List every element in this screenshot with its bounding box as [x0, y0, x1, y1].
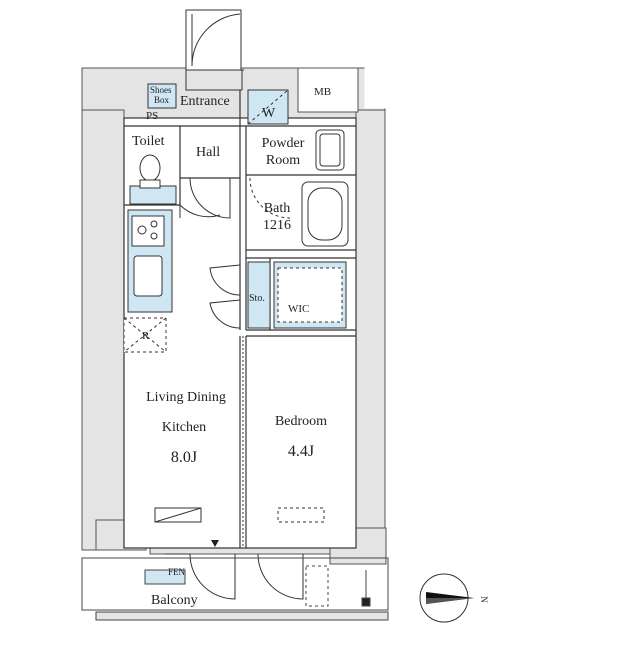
balcony — [81, 557, 389, 621]
entry-marker — [211, 540, 219, 547]
washer-label: W — [262, 106, 276, 121]
toilet-fixture — [129, 154, 177, 205]
shoes-box-label-2: Box — [154, 95, 170, 105]
bedroom-label: Bedroom — [274, 414, 328, 429]
living-label-2: Kitchen — [161, 420, 207, 435]
powder-room-sink — [315, 129, 345, 171]
mb-label: MB — [314, 86, 332, 98]
entrance-label: Entrance — [180, 94, 230, 109]
shoes-box-label-1: Shoes — [150, 85, 172, 95]
mb-box — [297, 67, 359, 113]
refrigerator — [123, 317, 167, 353]
bedroom-size: 4.4J — [287, 443, 315, 460]
powder-room-label-2: Room — [265, 153, 301, 168]
refrigerator-label: R — [142, 330, 150, 342]
powder-room-door — [249, 177, 291, 219]
bathtub — [301, 181, 349, 247]
living-shelf — [154, 507, 202, 523]
wic-label: WIC — [288, 303, 310, 315]
balcony-doors — [165, 553, 304, 600]
balcony-label: Balcony — [151, 593, 198, 608]
north-compass — [419, 573, 474, 623]
hall-door — [189, 177, 231, 219]
storage-doors — [209, 264, 241, 329]
toilet-label: Toilet — [132, 134, 165, 149]
compass-label: N — [478, 596, 489, 603]
living-label-1: Living Dining — [146, 390, 226, 405]
entrance-door — [185, 9, 244, 91]
fen-label: FEN — [168, 567, 186, 577]
ps-label: PS — [146, 110, 159, 122]
storage — [247, 261, 271, 329]
compass-needle-light — [426, 598, 474, 604]
powder-room-label-1: Powder — [261, 136, 305, 151]
bath-label-2: 1216 — [263, 218, 291, 233]
living-size: 8.0J — [170, 449, 198, 466]
shoes-box — [147, 83, 177, 109]
bath-label-1: Bath — [263, 201, 291, 216]
storage-label: Sto. — [249, 293, 265, 304]
kitchen-counter — [127, 209, 173, 313]
hall-label: Hall — [196, 145, 221, 160]
